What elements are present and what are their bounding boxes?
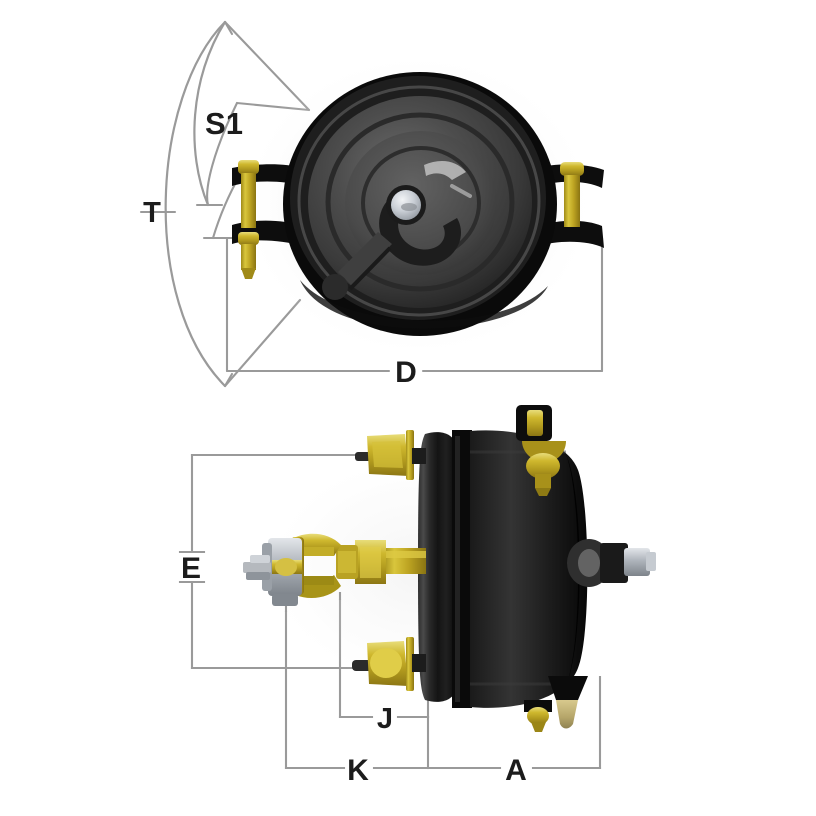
chamber-lower-shade	[300, 280, 548, 329]
mounting-stud-right	[560, 162, 584, 227]
dimension-arc-s1-lower	[206, 101, 239, 207]
dimension-label-e: E	[181, 552, 201, 585]
mounting-stud-left-upper	[238, 160, 259, 228]
dimension-label-j: J	[377, 703, 393, 735]
dimension-label-s1: S1	[205, 106, 243, 141]
chamber-rear-edge-shade	[565, 452, 580, 688]
push-rod-jam-nut	[355, 540, 386, 584]
rear-cap-taper	[548, 676, 588, 700]
dimension-arc-t	[164, 20, 227, 388]
chamber-rim-ring	[297, 85, 541, 317]
rear-cap-plug	[556, 700, 578, 729]
mounting-stud-bottom	[352, 637, 426, 691]
plate-relief-boss	[322, 274, 348, 300]
dimension-label-t: T	[143, 197, 161, 229]
chamber-rear-section	[470, 430, 588, 708]
dimension-arc-s1	[193, 20, 227, 207]
plate-highlight-2	[450, 184, 472, 198]
clevis-end-tab	[243, 555, 271, 580]
side-view-group: E J K A	[178, 405, 656, 787]
pressure-plate-ring-1	[325, 112, 515, 292]
clamp-band-highlight	[455, 436, 460, 702]
dimension-label-d: D	[395, 356, 417, 389]
mounting-stud-top	[355, 430, 426, 480]
chamber-front-section	[418, 432, 456, 702]
front-view-dimensions	[139, 20, 604, 388]
mounting-stud-left-lower	[238, 232, 259, 279]
air-inlet-port-top	[516, 405, 566, 496]
plate-relief-arm	[338, 232, 392, 286]
dimension-label-k: K	[347, 754, 369, 787]
plate-highlight	[424, 160, 466, 180]
side-port	[567, 539, 656, 587]
push-rod-collar	[336, 545, 358, 579]
dimension-label-a: A	[505, 754, 527, 787]
center-hub-text	[401, 203, 417, 211]
push-rod	[382, 548, 426, 574]
front-view-group: D T S1	[139, 20, 604, 389]
dimension-leader-clamp-lower	[223, 298, 302, 388]
plate-relief-arm-edge	[348, 246, 392, 291]
drain-port-bottom	[524, 700, 552, 732]
side-view-leaders	[284, 592, 342, 612]
